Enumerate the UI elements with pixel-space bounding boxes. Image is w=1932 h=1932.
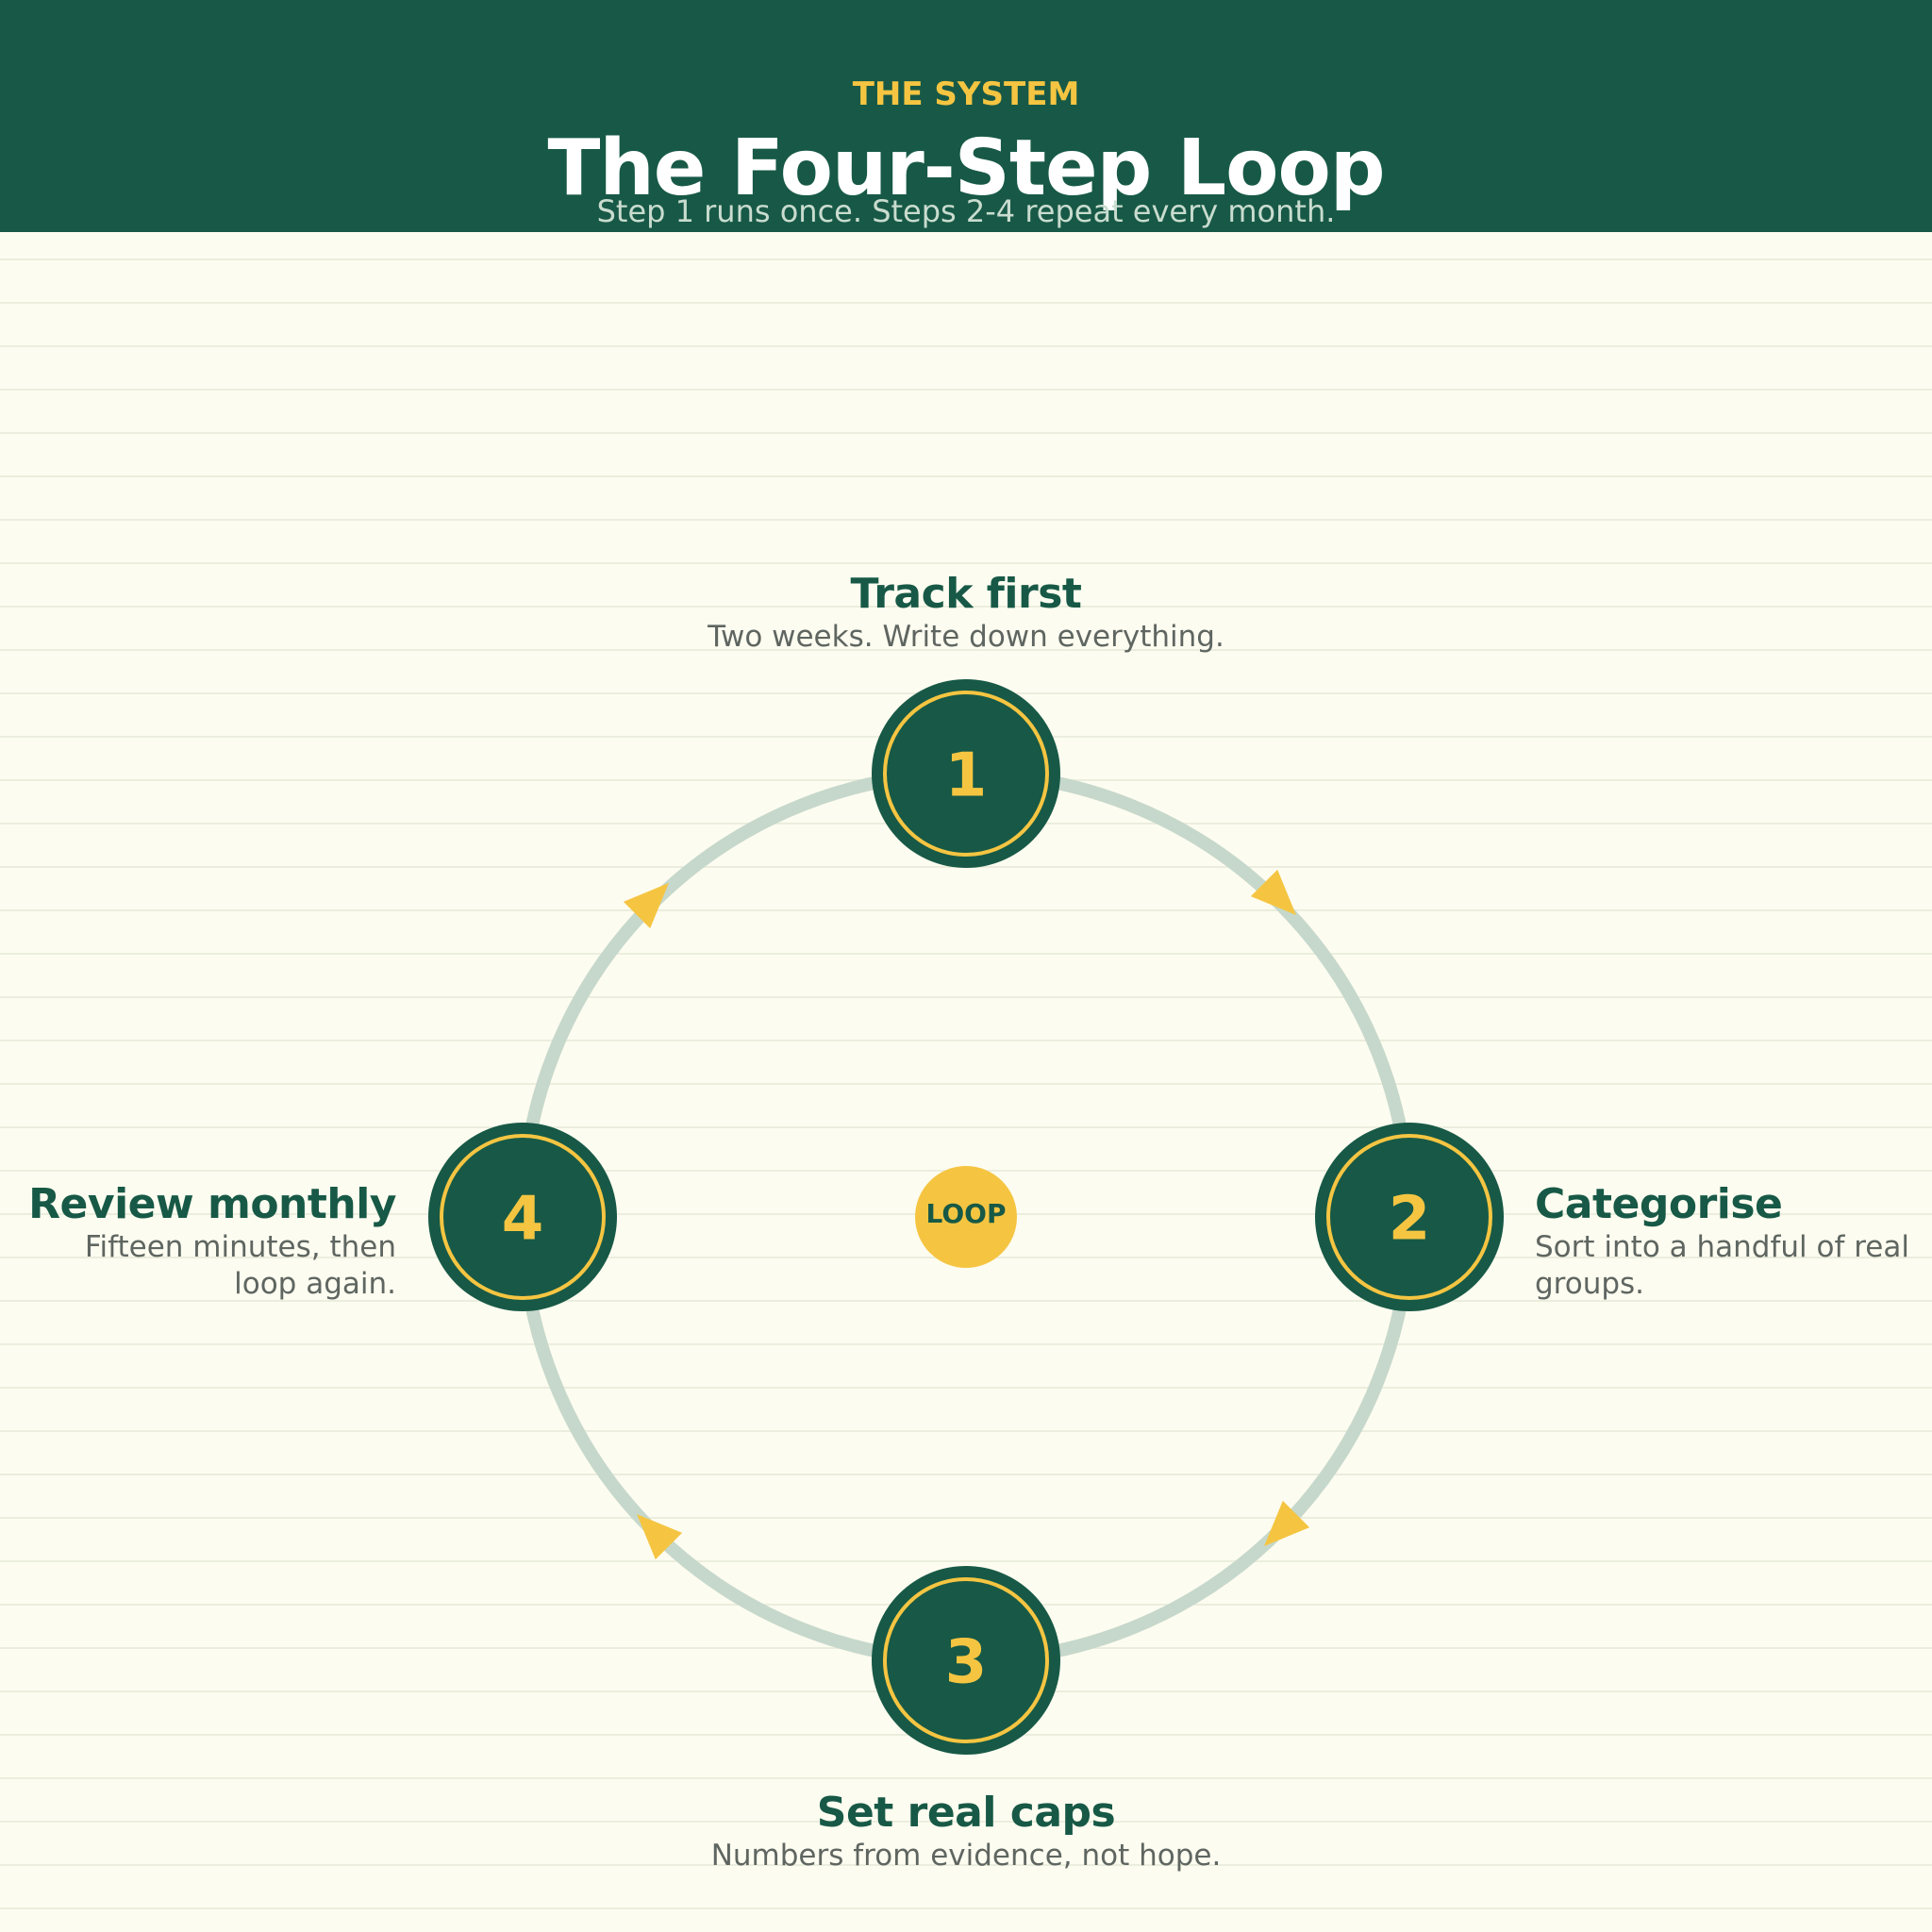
step-number-2: 2 — [1389, 1185, 1431, 1255]
step-number-1: 1 — [945, 741, 988, 811]
arrow-1-to-2 — [1250, 869, 1296, 915]
step-label-2: Categorise Sort into a handful of real g… — [1535, 1180, 1912, 1303]
step-node-2: 2 — [1315, 1123, 1504, 1311]
step-number-3: 3 — [945, 1628, 988, 1698]
header-banner: THE SYSTEM The Four-Step Loop Step 1 run… — [0, 0, 1932, 232]
step-label-4: Review monthly Fifteen minutes, then loo… — [19, 1180, 396, 1303]
center-loop-label: LOOP — [926, 1198, 1007, 1229]
step-title-4: Review monthly — [28, 1180, 396, 1228]
arrow-3-to-4 — [637, 1514, 683, 1560]
step-title-1: Track first — [850, 570, 1082, 618]
arrow-4-to-1 — [623, 883, 669, 929]
page-title: The Four-Step Loop — [547, 124, 1385, 213]
step-node-4: 4 — [428, 1123, 617, 1311]
step-title-2: Categorise — [1535, 1180, 1783, 1228]
step-description-3: Numbers from evidence, not hope. — [710, 1839, 1222, 1873]
step-description-2: Sort into a handful of real groups. — [1535, 1230, 1909, 1301]
step-node-1: 1 — [872, 679, 1060, 868]
step-label-1: Track first Two weeks. Write down everyt… — [674, 570, 1258, 656]
step-label-3: Set real caps Numbers from evidence, not… — [674, 1789, 1258, 1874]
step-node-3: 3 — [872, 1566, 1060, 1755]
step-title-3: Set real caps — [816, 1789, 1116, 1837]
step-description-1: Two weeks. Write down everything. — [708, 620, 1224, 654]
eyebrow-label: THE SYSTEM — [852, 75, 1080, 113]
page-subtitle: Step 1 runs once. Steps 2-4 repeat every… — [596, 193, 1336, 229]
step-description-4: Fifteen minutes, then loop again. — [84, 1230, 396, 1301]
step-number-4: 4 — [502, 1185, 544, 1255]
arrow-2-to-3 — [1264, 1500, 1310, 1546]
center-loop-badge — [915, 1166, 1017, 1268]
